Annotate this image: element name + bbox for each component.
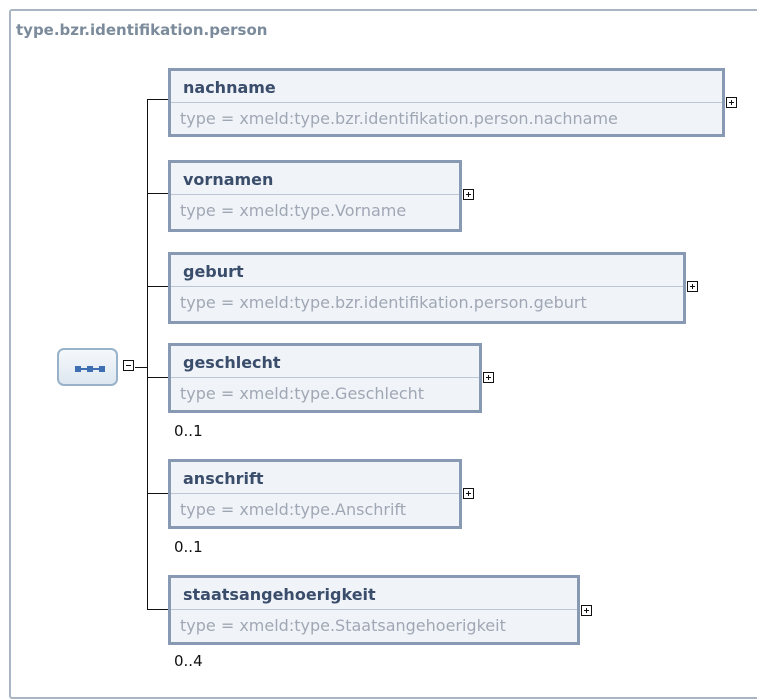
expand-toggle-icon[interactable]: [687, 281, 698, 292]
element-name: nachname: [183, 78, 276, 97]
element-divider: [171, 493, 459, 494]
element-name: geschlecht: [183, 353, 281, 372]
expand-toggle-icon[interactable]: [463, 189, 474, 200]
element-geschlecht[interactable]: geschlecht type = xmeld:type.Geschlecht: [168, 343, 482, 413]
element-name: geburt: [183, 262, 244, 281]
element-divider: [171, 286, 683, 287]
element-type: type = xmeld:type.Geschlecht: [180, 384, 425, 403]
connector-seq-stub: [135, 367, 147, 368]
element-staatsangehoerigkeit[interactable]: staatsangehoerigkeit type = xmeld:type.S…: [168, 575, 580, 645]
element-name: staatsangehoerigkeit: [183, 585, 376, 604]
element-divider: [171, 102, 722, 103]
connector-branch-geburt: [147, 286, 168, 287]
element-divider: [171, 194, 459, 195]
connector-branch-geschlecht: [147, 377, 168, 378]
expand-toggle-icon[interactable]: [463, 488, 474, 499]
complex-type-title: type.bzr.identifikation.person: [16, 21, 268, 39]
element-type: type = xmeld:type.Anschrift: [180, 500, 407, 519]
expand-toggle-icon[interactable]: [581, 605, 592, 616]
sequence-compositor-icon[interactable]: [57, 348, 118, 386]
element-nachname[interactable]: nachname type = xmeld:type.bzr.identifik…: [168, 68, 725, 137]
element-anschrift[interactable]: anschrift type = xmeld:type.Anschrift: [168, 459, 462, 529]
element-geburt[interactable]: geburt type = xmeld:type.bzr.identifikat…: [168, 252, 686, 324]
connector-branch-nachname: [147, 99, 168, 100]
sequence-dots: [75, 366, 105, 372]
cardinality-label: 0..4: [174, 652, 203, 670]
element-name: vornamen: [183, 170, 274, 189]
connector-branch-staatsangehoerigkeit: [147, 609, 168, 610]
cardinality-label: 0..1: [174, 422, 203, 440]
element-type: type = xmeld:type.bzr.identifikation.per…: [180, 109, 618, 128]
expand-toggle-icon[interactable]: [483, 372, 494, 383]
connector-branch-anschrift: [147, 493, 168, 494]
element-type: type = xmeld:type.Vorname: [180, 201, 407, 220]
element-name: anschrift: [183, 469, 264, 488]
element-type: type = xmeld:type.Staatsangehoerigkeit: [180, 616, 506, 635]
element-type: type = xmeld:type.bzr.identifikation.per…: [180, 293, 587, 312]
collapse-toggle-icon[interactable]: [123, 360, 134, 371]
element-divider: [171, 377, 479, 378]
expand-toggle-icon[interactable]: [726, 97, 737, 108]
connector-trunk: [147, 99, 148, 609]
element-vornamen[interactable]: vornamen type = xmeld:type.Vorname: [168, 160, 462, 232]
element-divider: [171, 609, 577, 610]
cardinality-label: 0..1: [174, 538, 203, 556]
connector-branch-vornamen: [147, 193, 168, 194]
